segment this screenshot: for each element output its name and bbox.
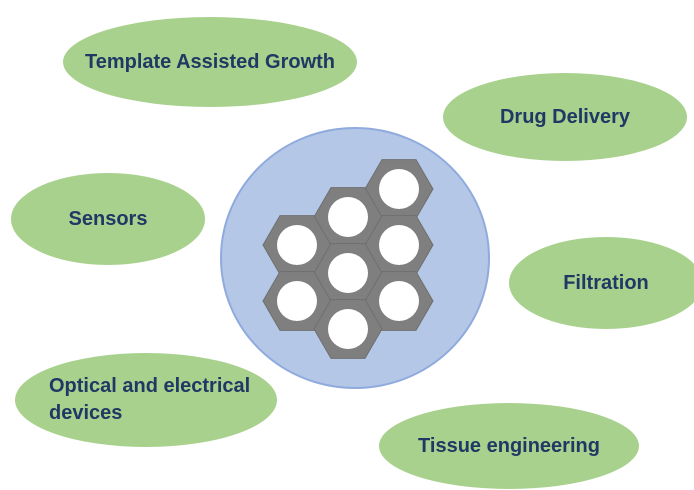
porous-hexagonal-membrane-icon [262, 159, 434, 359]
label-sensors: Sensors [68, 207, 148, 230]
label-filtration: Filtration [563, 271, 649, 294]
application-tissue-engineering: Tissue engineering [378, 402, 640, 490]
label-optical-line1: Optical and electrical [49, 375, 251, 397]
application-drug-delivery: Drug Delivery [442, 72, 688, 162]
porous-membrane-diagram [220, 127, 490, 389]
application-template-assisted-growth: Template Assisted Growth [62, 16, 358, 108]
pore-1 [379, 169, 419, 209]
label-tissue-engineering: Tissue engineering [418, 434, 600, 457]
application-sensors: Sensors [10, 172, 206, 266]
pore-7 [379, 281, 419, 321]
application-filtration: Filtration [508, 236, 694, 330]
label-template-assisted-growth: Template Assisted Growth [84, 50, 336, 73]
label-drug-delivery: Drug Delivery [499, 105, 631, 128]
pore-6 [277, 281, 317, 321]
application-optical-electrical-devices: Optical and electrical devices [14, 352, 278, 448]
pore-3 [379, 225, 419, 265]
pore-2 [328, 197, 368, 237]
pore-5 [328, 253, 368, 293]
pore-4 [277, 225, 317, 265]
label-optical-line2: devices [49, 402, 123, 424]
pore-8 [328, 309, 368, 349]
label-optical-electrical-devices: Optical and electrical devices [49, 373, 250, 427]
